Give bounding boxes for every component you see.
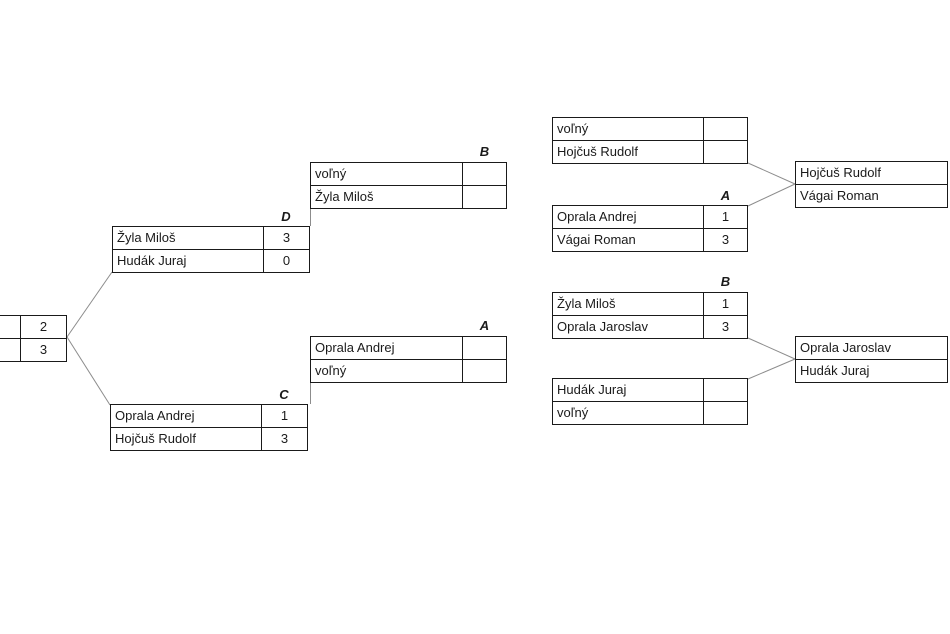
player-name: voľný (557, 405, 589, 420)
bracket-label-d: D (281, 209, 291, 224)
match-box-c: Oprala Andrej 1 Hojčuš Rudolf 3 (110, 404, 308, 451)
match-box-d: Žyla Miloš 3 Hudák Juraj 0 (112, 226, 310, 273)
player-name (0, 316, 20, 338)
player-name: Žyla Miloš (117, 230, 176, 245)
connector-line (747, 183, 796, 207)
player-score: 0 (263, 250, 309, 272)
match-box-feeder: 2 3 (0, 315, 67, 362)
player-score: 3 (703, 316, 747, 338)
match-box-right-bottom: Hudák Juraj voľný (552, 378, 748, 425)
connector-line (66, 336, 111, 406)
bracket-label-b-semi: B (479, 144, 490, 159)
player-name: Hojčuš Rudolf (115, 431, 196, 446)
bracket-label-c: C (279, 387, 289, 402)
player-name: Oprala Andrej (115, 408, 195, 423)
player-name: Oprala Jaroslav (557, 319, 649, 334)
player-score (703, 118, 747, 140)
player-score (462, 163, 506, 185)
result-box-top: Hojčuš Rudolf Vágai Roman (795, 161, 948, 208)
player-name: voľný (315, 363, 347, 378)
player-score: 2 (20, 316, 66, 338)
bracket-label-a-right: A (720, 188, 731, 203)
player-score: 1 (703, 206, 747, 228)
player-name: Oprala Andrej (557, 209, 637, 224)
player-name: Žyla Miloš (557, 296, 616, 311)
player-score: 3 (20, 339, 66, 361)
player-score (703, 379, 747, 401)
connector-line (66, 271, 113, 338)
match-box-a-semi: Oprala Andrej voľný (310, 336, 507, 383)
winner-name: Hudák Juraj (800, 363, 870, 378)
player-name: Oprala Andrej (315, 340, 395, 355)
result-box-bottom: Oprala Jaroslav Hudák Juraj (795, 336, 948, 383)
player-score (703, 141, 747, 163)
winner-name: Hojčuš Rudolf (800, 165, 881, 180)
winner-name: Oprala Jaroslav (800, 340, 892, 355)
player-name: Hudák Juraj (557, 382, 627, 397)
winner-name: Vágai Roman (800, 188, 879, 203)
player-score (462, 186, 506, 208)
player-name: Hudák Juraj (117, 253, 187, 268)
player-score (703, 402, 747, 424)
player-name: voľný (315, 166, 347, 181)
connector-line (747, 162, 796, 185)
player-name: Hojčuš Rudolf (557, 144, 638, 159)
player-score (462, 337, 506, 359)
player-score: 1 (261, 405, 307, 427)
player-name (0, 339, 20, 361)
connector-line (747, 337, 796, 360)
player-name: Žyla Miloš (315, 189, 374, 204)
player-score: 3 (263, 227, 309, 249)
bracket-label-a-semi: A (479, 318, 490, 333)
player-score: 3 (703, 229, 747, 251)
player-score (462, 360, 506, 382)
match-box-right-top: voľný Hojčuš Rudolf (552, 117, 748, 164)
match-box-b-right: Žyla Miloš 1 Oprala Jaroslav 3 (552, 292, 748, 339)
match-box-b-semi: voľný Žyla Miloš (310, 162, 507, 209)
player-score: 3 (261, 428, 307, 450)
player-name: Vágai Roman (557, 232, 636, 247)
player-name: voľný (557, 121, 589, 136)
match-box-a-right: Oprala Andrej 1 Vágai Roman 3 (552, 205, 748, 252)
connector-line (747, 358, 796, 380)
bracket-label-b-right: B (720, 274, 731, 289)
player-score: 1 (703, 293, 747, 315)
